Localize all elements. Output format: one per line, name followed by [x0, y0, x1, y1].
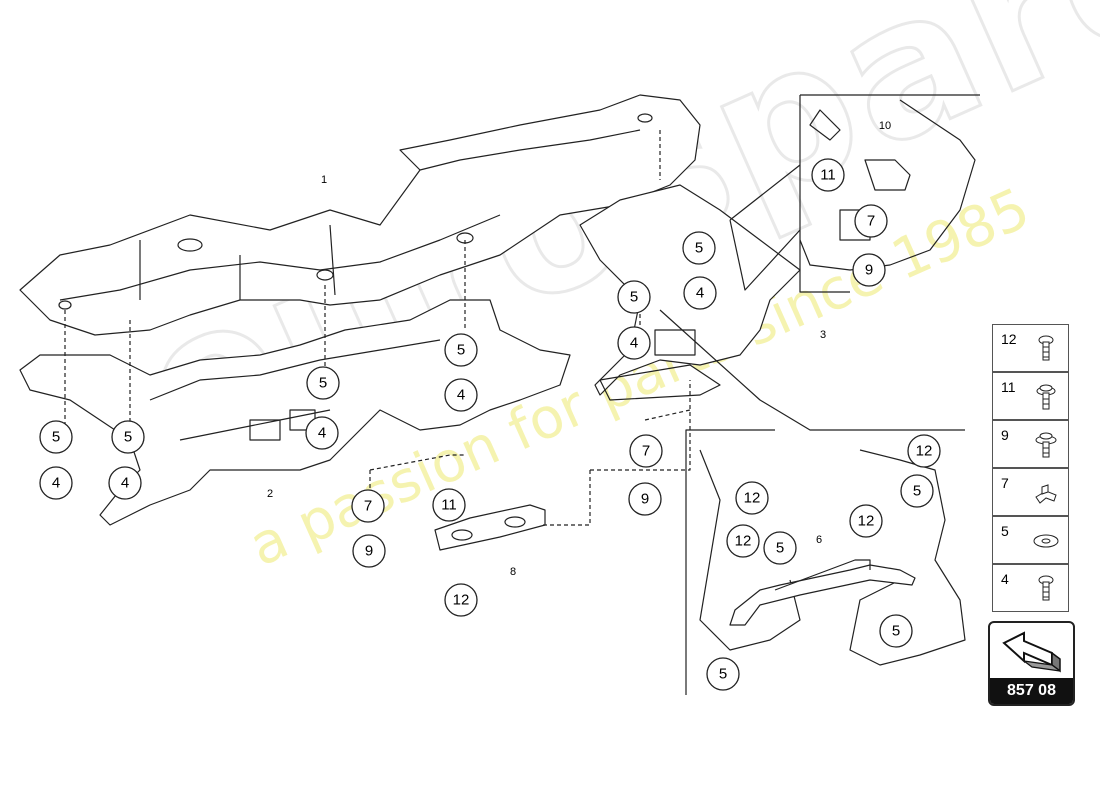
- svg-text:4: 4: [318, 425, 326, 442]
- svg-text:5: 5: [913, 483, 921, 500]
- part-number-6: 6: [816, 534, 822, 546]
- legend-row-7: 7: [992, 468, 1069, 516]
- callout-5: 5: [879, 614, 913, 648]
- callout-5: 5: [617, 280, 651, 314]
- callout-4: 4: [444, 378, 478, 412]
- detail-view-lower: [659, 309, 966, 695]
- legend-number: 7: [1001, 475, 1009, 491]
- svg-text:4: 4: [696, 285, 704, 302]
- svg-text:5: 5: [719, 666, 727, 683]
- svg-text:12: 12: [916, 443, 933, 460]
- callout-7: 7: [351, 489, 385, 523]
- svg-text:12: 12: [453, 592, 470, 609]
- svg-text:5: 5: [457, 342, 465, 359]
- callout-9: 9: [852, 253, 886, 287]
- svg-text:7: 7: [364, 498, 372, 515]
- svg-text:11: 11: [441, 497, 457, 514]
- callout-5: 5: [111, 420, 145, 454]
- callout-12: 12: [907, 434, 941, 468]
- svg-text:4: 4: [630, 335, 638, 352]
- svg-text:5: 5: [892, 623, 900, 640]
- part-number-2: 2: [267, 488, 273, 500]
- flange-screw-icon: [1032, 381, 1060, 413]
- svg-text:9: 9: [365, 543, 373, 560]
- svg-text:5: 5: [319, 375, 327, 392]
- arrow-icon: [1002, 631, 1061, 673]
- svg-text:11: 11: [820, 167, 836, 184]
- legend-row-5: 5: [992, 516, 1069, 564]
- mounting-bracket: [434, 504, 546, 551]
- svg-text:4: 4: [457, 387, 465, 404]
- callout-4: 4: [683, 276, 717, 310]
- svg-text:7: 7: [642, 443, 650, 460]
- washer-icon: [1032, 525, 1060, 557]
- screw-icon: [1032, 333, 1060, 365]
- callout-5: 5: [706, 657, 740, 691]
- svg-text:12: 12: [858, 513, 875, 530]
- dashboard-lower-frame: [19, 299, 571, 526]
- svg-text:9: 9: [865, 262, 873, 279]
- legend-number: 12: [1001, 331, 1017, 347]
- callout-7: 7: [854, 204, 888, 238]
- part-number-1: 1: [321, 174, 327, 186]
- diagram-code-box: 857 08: [988, 621, 1075, 706]
- svg-text:7: 7: [867, 213, 875, 230]
- callout-9: 9: [628, 482, 662, 516]
- svg-text:4: 4: [52, 475, 60, 492]
- callout-5: 5: [900, 474, 934, 508]
- diagram-code: 857 08: [990, 678, 1073, 704]
- callout-5: 5: [39, 420, 73, 454]
- part-number-3: 3: [820, 329, 826, 341]
- legend-number: 9: [1001, 427, 1009, 443]
- svg-text:5: 5: [695, 240, 703, 257]
- callout-4: 4: [108, 466, 142, 500]
- legend-row-9: 9: [992, 420, 1069, 468]
- svg-text:5: 5: [52, 429, 60, 446]
- svg-text:4: 4: [121, 475, 129, 492]
- callout-9: 9: [352, 534, 386, 568]
- legend-row-11: 11: [992, 372, 1069, 420]
- callout-12: 12: [735, 481, 769, 515]
- svg-text:12: 12: [735, 533, 752, 550]
- clip-icon: [1032, 477, 1060, 509]
- svg-text:12: 12: [744, 490, 761, 507]
- svg-text:9: 9: [641, 491, 649, 508]
- callout-4: 4: [305, 416, 339, 450]
- callout-4: 4: [617, 326, 651, 360]
- callout-7: 7: [629, 434, 663, 468]
- callout-5: 5: [682, 231, 716, 265]
- callout-12: 12: [726, 524, 760, 558]
- dashboard-top-cover: [19, 94, 701, 336]
- legend-number: 5: [1001, 523, 1009, 539]
- callout-5: 5: [444, 333, 478, 367]
- legend-row-4: 4: [992, 564, 1069, 612]
- callout-11: 11: [432, 488, 466, 522]
- svg-text:5: 5: [776, 540, 784, 557]
- callout-5: 5: [763, 531, 797, 565]
- callout-12: 12: [849, 504, 883, 538]
- callout-11: 11: [811, 158, 845, 192]
- leader-lines: [64, 130, 691, 526]
- svg-text:5: 5: [124, 429, 132, 446]
- part-number-8: 8: [510, 566, 516, 578]
- washer-screw-icon: [1032, 429, 1060, 461]
- legend-row-12: 12: [992, 324, 1069, 372]
- callout-5: 5: [306, 366, 340, 400]
- legend-number: 4: [1001, 571, 1009, 587]
- svg-text:5: 5: [630, 289, 638, 306]
- screw-icon: [1032, 573, 1060, 605]
- part-number-10: 10: [879, 120, 891, 132]
- callout-12: 12: [444, 583, 478, 617]
- legend-number: 11: [1001, 379, 1016, 395]
- callout-4: 4: [39, 466, 73, 500]
- detail-view-upper: [729, 94, 980, 293]
